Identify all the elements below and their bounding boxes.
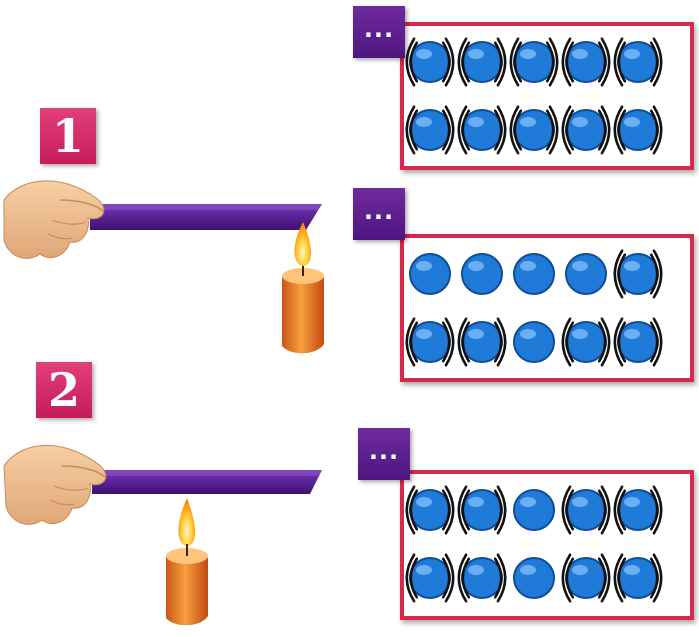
particle [613, 485, 663, 535]
particle [613, 105, 663, 155]
particle-box-1-particles [405, 37, 663, 155]
particle [613, 249, 663, 299]
particle [513, 321, 555, 363]
experiment-2-number: 2 [36, 362, 92, 418]
particle [405, 105, 455, 155]
flame-icon [178, 498, 196, 546]
particle [561, 37, 611, 87]
particle [613, 317, 663, 367]
particle [513, 253, 555, 295]
particle [457, 317, 507, 367]
particle [561, 317, 611, 367]
particle [457, 485, 507, 535]
particle [457, 105, 507, 155]
experiment-1-number: 1 [40, 108, 96, 164]
experiment-2-illustration [3, 444, 322, 626]
particle [561, 553, 611, 603]
flame-icon [294, 222, 312, 266]
particle [509, 105, 559, 155]
particle [405, 37, 455, 87]
hand-icon [3, 444, 107, 525]
particle-box-1-label[interactable]: ... [353, 6, 405, 58]
particle [405, 317, 455, 367]
particle [613, 553, 663, 603]
candle-icon [166, 544, 208, 626]
particle [513, 557, 555, 599]
particle [565, 253, 607, 295]
candle-icon [282, 264, 324, 354]
particle [461, 253, 503, 295]
particle-box-3-particles [405, 485, 663, 603]
particle-box-3-label[interactable]: ... [358, 428, 410, 480]
particle [561, 485, 611, 535]
particle-box-2-label[interactable]: ... [353, 188, 405, 240]
experiment-1-illustration [3, 180, 324, 354]
particle [509, 37, 559, 87]
particle [457, 553, 507, 603]
metal-rod [90, 204, 322, 230]
particle [613, 37, 663, 87]
particle [405, 553, 455, 603]
particle [457, 37, 507, 87]
particle [513, 489, 555, 531]
particle [409, 253, 451, 295]
hand-icon [3, 180, 105, 259]
particle [561, 105, 611, 155]
metal-rod [92, 470, 322, 494]
particle-box-2-particles [405, 249, 663, 367]
particle [405, 485, 455, 535]
